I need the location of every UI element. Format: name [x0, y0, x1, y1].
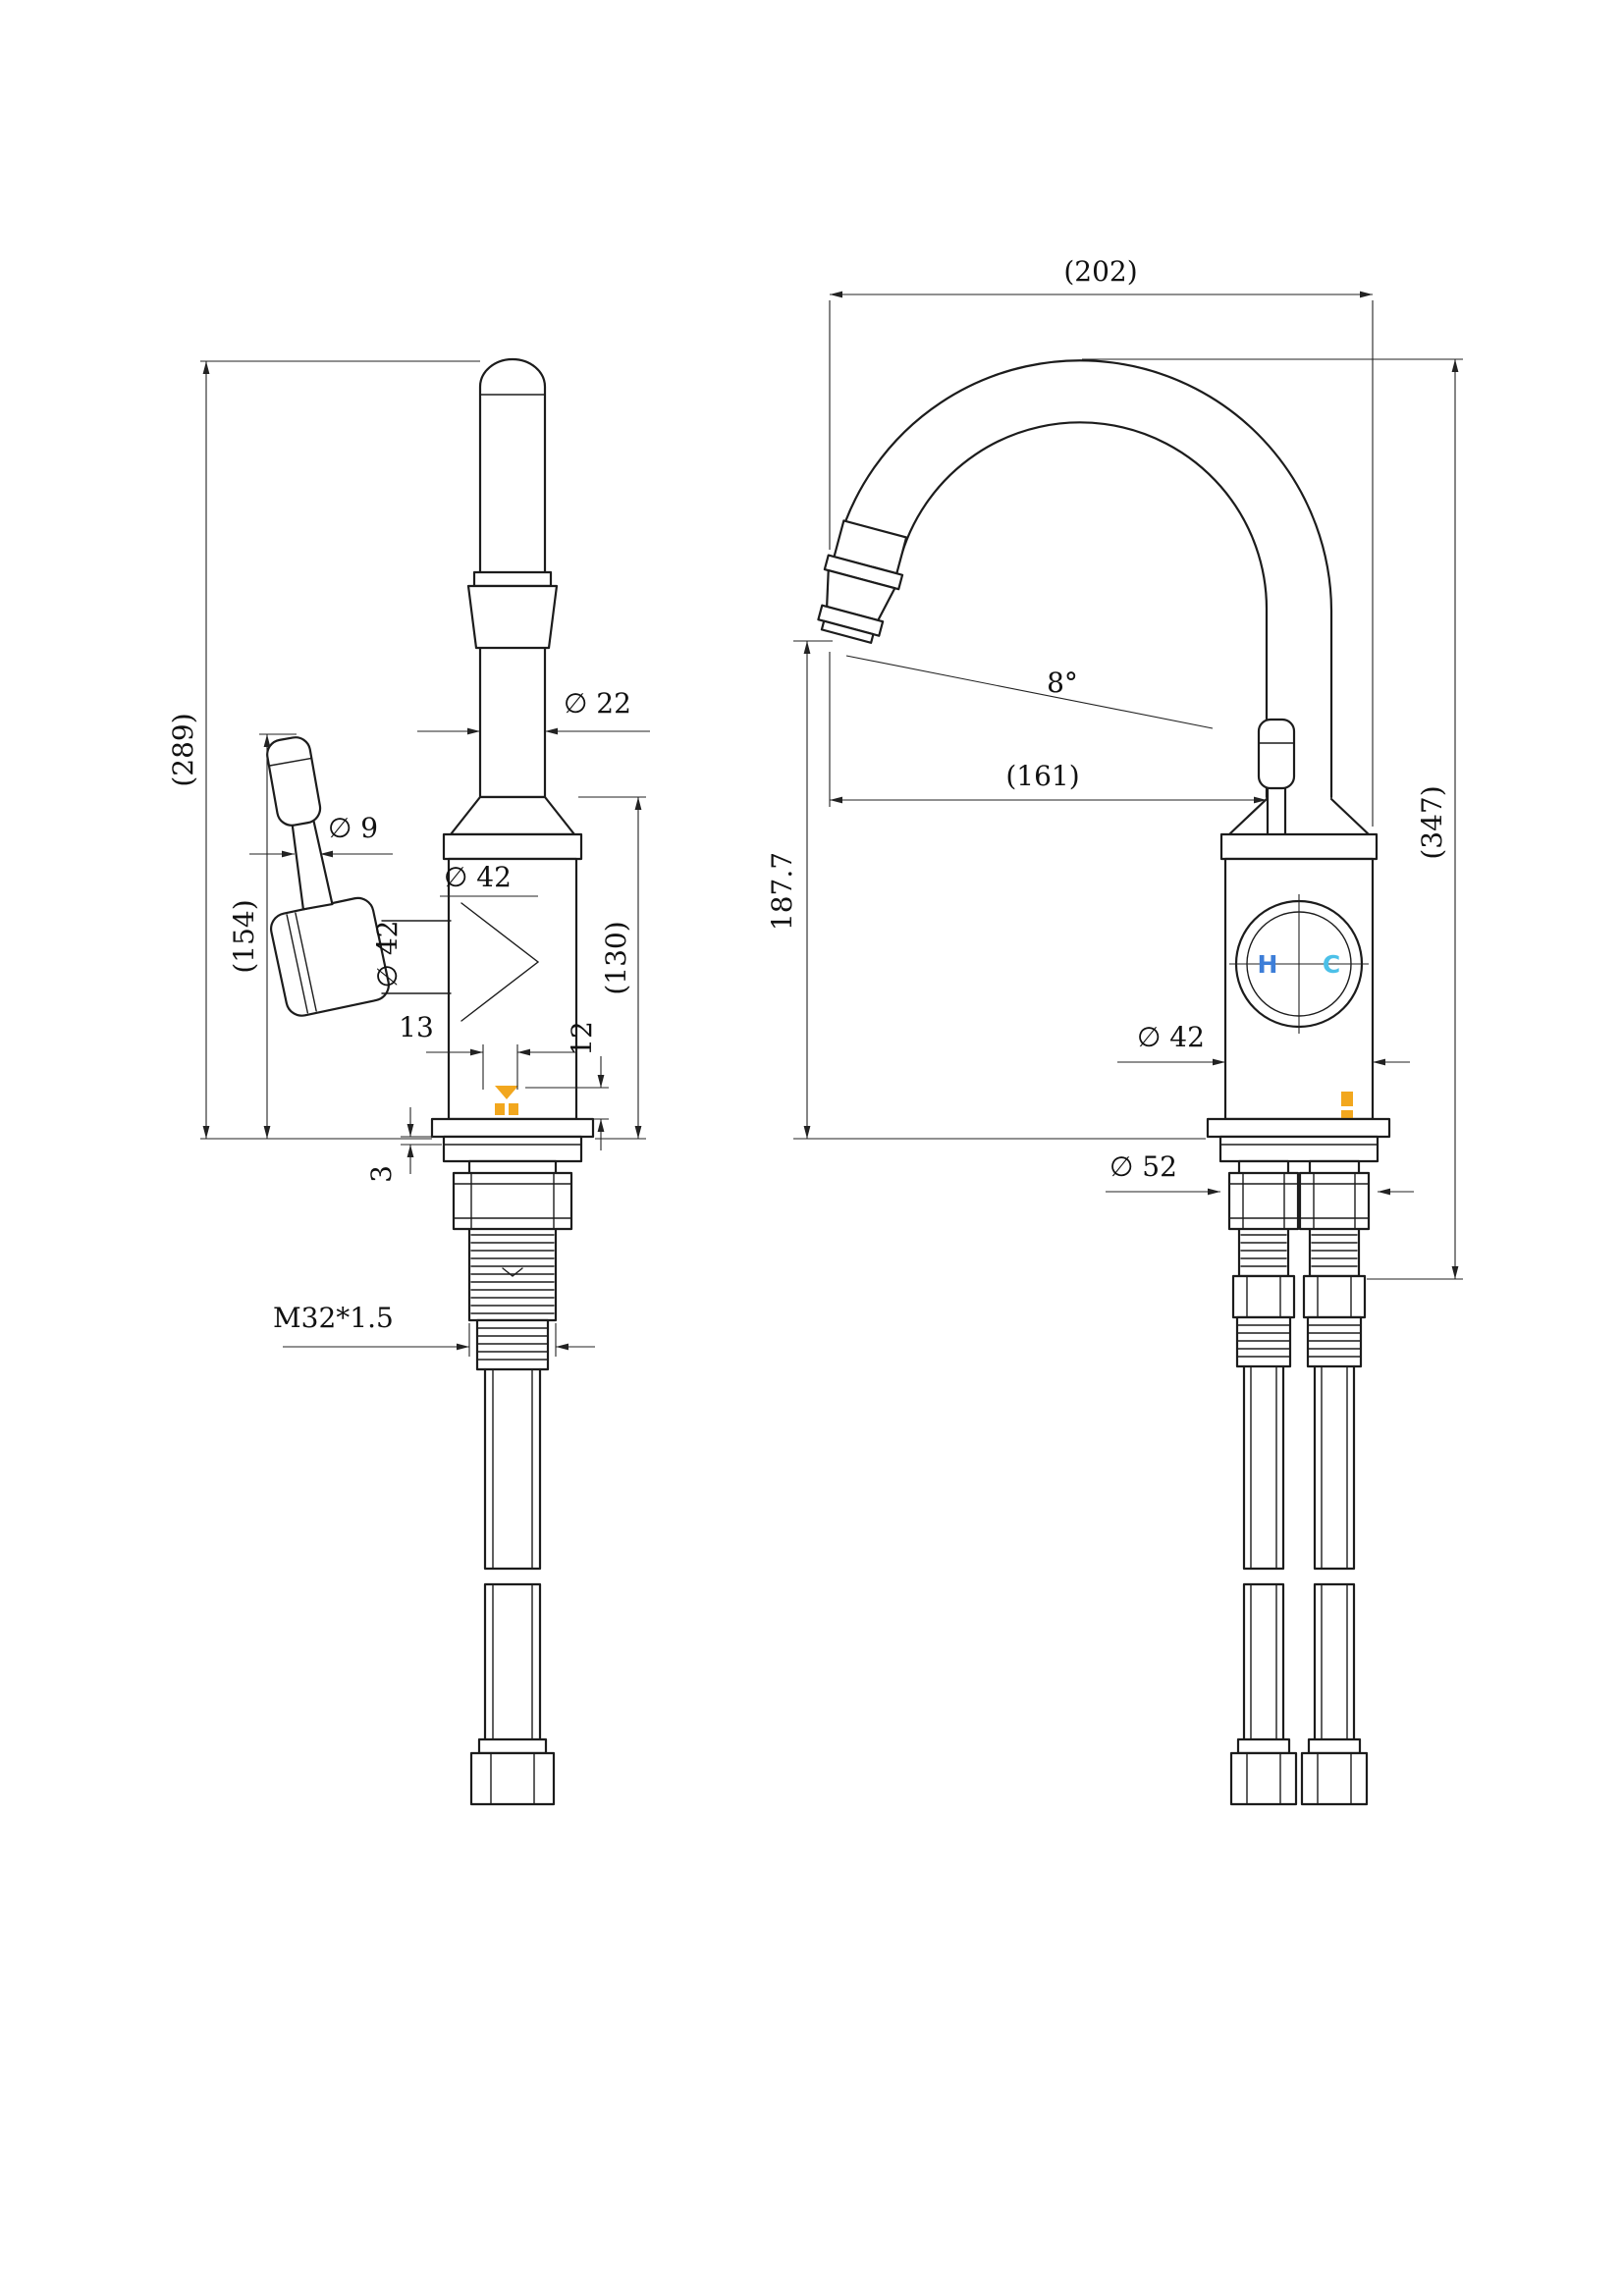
dim-base-diameter: ∅ 52: [1109, 1150, 1177, 1183]
front-dimensions: (202) 8° (161) 187.7 (347) ∅ 42 ∅ 52: [766, 255, 1463, 1280]
dim-mounting-thread: M32*1.5: [273, 1302, 394, 1334]
side-handle-assembly: [266, 736, 452, 1017]
dim-side-handle-height: (154): [228, 899, 260, 973]
dim-spout-width: (202): [1063, 255, 1137, 288]
lock-nut-left: [1227, 1171, 1300, 1231]
dim-outlet-height: 187.7: [766, 852, 798, 931]
front-mounting-hardware: [1206, 1117, 1391, 1319]
dim-front-overall-height: (347): [1416, 785, 1448, 859]
front-handle-knob: [1257, 718, 1296, 790]
hot-label: H: [1258, 950, 1278, 979]
front-supply-hoses: [1229, 1315, 1369, 1806]
hose-hex-nut-left: [1229, 1751, 1298, 1806]
spout-collar-ring: [472, 570, 553, 588]
dim-body-height: (130): [600, 921, 632, 994]
spout-outlet: [817, 519, 908, 644]
handle-lever: [266, 736, 334, 911]
front-view: H C: [766, 255, 1463, 1806]
gooseneck-inner: [897, 421, 1269, 799]
side-spout-tube: [466, 357, 559, 799]
side-dimensions: (289) (154) ∅ 22 ∅ 9 ∅ 42 ∅ 42 13: [167, 360, 650, 1357]
dim-front-body-diameter: ∅ 42: [1137, 1021, 1205, 1053]
dim-cartridge-diameter: ∅ 42: [371, 921, 404, 988]
dim-spout-reach: (161): [1005, 760, 1079, 792]
side-body: [442, 795, 583, 1121]
front-aerator-mark: [1341, 1092, 1353, 1125]
dim-outlet-angle: 8°: [1047, 667, 1078, 699]
front-spout: [817, 359, 1333, 799]
lock-nut: [452, 1171, 573, 1231]
side-mounting-hardware: [430, 1117, 595, 1322]
front-handle-stem: [1266, 783, 1287, 838]
dim-deck-plate-thickness: 3: [365, 1165, 398, 1183]
deck-plate: [1206, 1117, 1391, 1139]
gooseneck-outer: [836, 359, 1333, 799]
hose-hex-nut-right: [1300, 1751, 1369, 1806]
thread-lines: [470, 1234, 555, 1314]
dim-spout-tube-diameter: ∅ 22: [564, 687, 631, 720]
dim-aerator-depth: 12: [566, 1021, 598, 1056]
spout-collar: [466, 584, 559, 650]
deck-plate: [430, 1117, 595, 1139]
dim-handle-stem-diameter: ∅ 9: [328, 812, 378, 844]
cold-label: C: [1323, 950, 1340, 979]
side-supply-hose: [469, 1318, 556, 1806]
brand-mark-orange: [1341, 1092, 1353, 1125]
lock-nut-right: [1298, 1171, 1371, 1231]
body-intersection-line: [460, 902, 540, 1022]
dim-side-overall-height: (289): [167, 713, 199, 786]
dim-side-body-diameter: ∅ 42: [444, 861, 512, 893]
front-body: H C: [1219, 797, 1379, 1121]
handle-knob: [266, 736, 322, 827]
side-aerator-mark: [495, 1086, 518, 1115]
dim-aerator-offset: 13: [399, 1011, 434, 1043]
front-handle: [1257, 718, 1296, 838]
hose-hex-nut: [469, 1751, 556, 1806]
side-view: (289) (154) ∅ 22 ∅ 9 ∅ 42 ∅ 42 13: [167, 357, 650, 1806]
handle-stem: [291, 819, 334, 911]
brand-mark-orange: [495, 1086, 518, 1115]
